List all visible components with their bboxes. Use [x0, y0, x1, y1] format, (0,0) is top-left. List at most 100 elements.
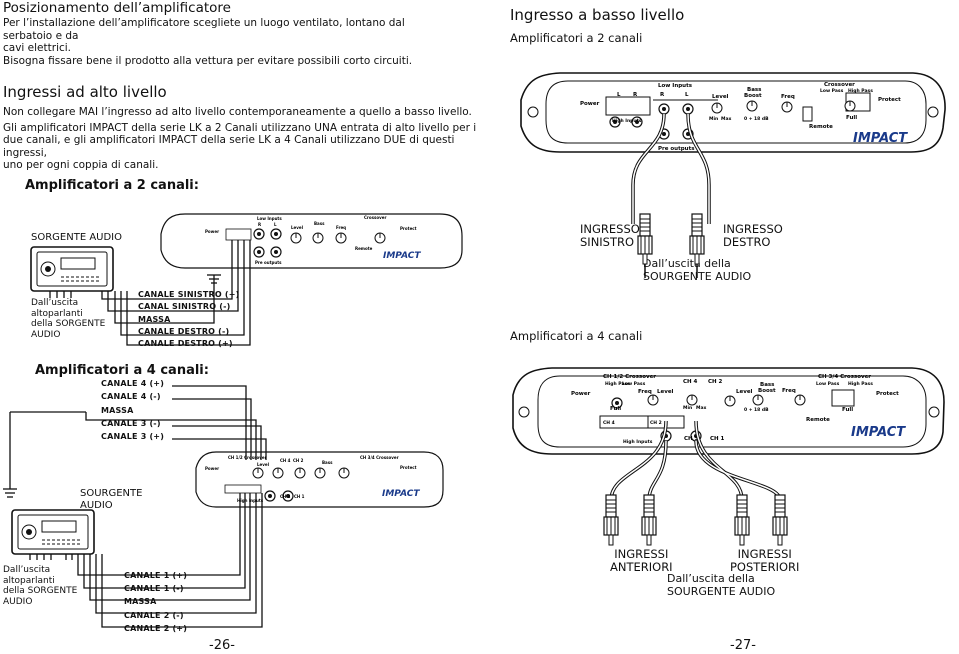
- amp2-low-inputs: Low Inputs: [658, 83, 693, 89]
- amp4-low-pass-2: Low Pass: [816, 381, 840, 387]
- amp2-low-pass: Low Pass: [820, 88, 844, 94]
- wire-label: CANALE 3 (-): [101, 418, 161, 428]
- input-line: SINISTRO: [580, 235, 635, 249]
- wire-label: CANAL SINISTRO (-): [138, 302, 231, 312]
- wire-label: CANALE 4 (+): [101, 379, 165, 388]
- amp2-brand-logo: IMPACT: [853, 131, 908, 146]
- speaker-out-label-2: Dall’uscita altoparlanti della SORGENTE …: [3, 565, 77, 607]
- input-rear-label: INGRESSI POSTERIORI: [730, 548, 799, 574]
- amp2-high-inputs: High Inputs: [612, 118, 642, 124]
- high-line: due canali, e gli amplificatori IMPACT d…: [3, 134, 455, 159]
- low-level-title: Ingresso a basso livello: [510, 6, 685, 24]
- from-line: SOURGENTE AUDIO: [667, 584, 776, 598]
- amp2-level: Level: [712, 94, 729, 100]
- page-number-right: -27-: [730, 638, 756, 653]
- input-left-label: INGRESSO SINISTRO: [580, 223, 640, 249]
- high-line: uno per ogni coppia di canali.: [3, 159, 159, 171]
- amp4-high-inputs: High Inputs: [623, 439, 653, 445]
- amp4s-bass: Bass: [322, 460, 333, 465]
- speaker-out-line: della SORGENTE: [3, 586, 78, 596]
- high-line: Gli amplificatori IMPACT della serie LK …: [3, 121, 477, 134]
- amp2-min: Min: [709, 116, 718, 122]
- amp4-ch12-crossover: CH 1/2 Crossover: [603, 374, 656, 380]
- two-ch-title: Amplificatori a 2 canali:: [25, 178, 199, 193]
- amp2s-crossover: Crossover: [364, 215, 386, 220]
- rca-plug-right: [689, 213, 705, 265]
- input-line: ANTERIORI: [610, 560, 673, 574]
- amp4-high-pass-1: High Pass: [605, 381, 630, 387]
- input-line: DESTRO: [723, 235, 771, 249]
- amp-2ch-small: Power Low Inputs R L Level Bass Freq Cro…: [160, 213, 463, 269]
- amp2-protect: Protect: [878, 97, 901, 103]
- amp2-l: L: [617, 92, 621, 98]
- amp4-level-2: Level: [736, 389, 753, 395]
- high-level-text: Non collegare MAI l’ingresso ad alto liv…: [3, 106, 483, 172]
- amp4-full-1: Full: [610, 406, 621, 412]
- amp4s-brand-logo: IMPACT: [382, 489, 420, 499]
- amp4-min: Min: [683, 405, 692, 411]
- amp4-freq-2: Freq: [782, 388, 796, 394]
- wire-label: MASSA: [138, 314, 171, 324]
- input-line: INGRESSI: [737, 547, 792, 561]
- amp4-ch4-port: CH 4: [603, 420, 615, 426]
- amp4-protect: Protect: [876, 391, 899, 397]
- speaker-out-line: AUDIO: [3, 596, 33, 607]
- amp2s-protect: Protect: [400, 226, 417, 231]
- input-right-label: INGRESSO DESTRO: [723, 223, 783, 249]
- amp4s-ch3: CH 3: [280, 494, 291, 499]
- head-unit-2: [11, 509, 95, 555]
- amp2-power: Power: [580, 101, 600, 107]
- install-text: Per l’installazione dell’amplificatore s…: [3, 17, 443, 67]
- two-ch-wire-labels: CANALE SINISTRO (+) CANAL SINISTRO (-) M…: [138, 289, 240, 350]
- amp4-low-pass-1: Low Pass: [622, 381, 646, 387]
- amp2s-level: Level: [291, 225, 304, 230]
- four-ch-wires-top: [3, 385, 267, 498]
- wire-label: CANALE 1 (-): [124, 584, 184, 594]
- wire-label: CANALE DESTRO (+): [138, 339, 233, 349]
- amp4-ch2: CH 2: [708, 379, 723, 385]
- amp4s-power: Power: [205, 466, 219, 471]
- rca-plug-left: [637, 213, 653, 265]
- amp2-l2: L: [685, 92, 689, 98]
- amp2-pre-outputs: Pre outputs: [658, 146, 695, 152]
- amp2s-bass: Bass: [314, 221, 325, 226]
- source-line: SOURGENTE: [80, 488, 143, 499]
- install-line: Per l’installazione dell’amplificatore s…: [3, 17, 405, 42]
- amp4-remote: Remote: [806, 417, 830, 423]
- amp2-remote: Remote: [809, 124, 833, 130]
- head-unit-1: [30, 246, 114, 292]
- amp2-freq: Freq: [781, 94, 795, 100]
- speaker-out-line: AUDIO: [31, 329, 61, 340]
- source-label: SORGENTE AUDIO: [31, 232, 123, 243]
- amp-4ch-small: Power CH 1/2 Crossover Level CH 4 CH 2 B…: [195, 451, 444, 508]
- amp4s-ch34: CH 3/4 Crossover: [360, 455, 399, 460]
- amp2s-freq: Freq: [336, 225, 346, 230]
- four-ch-subtitle: Amplificatori a 4 canali: [510, 329, 643, 343]
- input-line: INGRESSO: [723, 222, 783, 236]
- amp4-freq-1: Freq: [638, 389, 652, 395]
- amp2s-brand-logo: IMPACT: [383, 251, 421, 261]
- amp4-power: Power: [571, 391, 591, 397]
- high-level-title: Ingressi ad alto livello: [3, 83, 167, 101]
- wire-label: CANALE DESTRO (-): [138, 326, 230, 336]
- amp4s-ch1: CH 1: [294, 494, 305, 499]
- amp-2ch-large: Power Low Inputs L R R L Level Bass Boos…: [520, 72, 946, 153]
- speaker-out-label-1: Dall’uscita altoparlanti della SORGENTE …: [31, 298, 105, 340]
- amp4-bass: Bass: [760, 382, 775, 388]
- amp4-ch34-crossover: CH 3/4 Crossover: [818, 374, 871, 380]
- amp4-ch3: CH 3: [684, 436, 699, 442]
- amp2s-low-inputs: Low Inputs: [257, 216, 282, 221]
- from-line: Dall’uscita della: [667, 572, 755, 585]
- speaker-out-line: altoparlanti: [3, 575, 55, 586]
- amp4-max: Max: [696, 405, 707, 411]
- wire-label: MASSA: [124, 597, 157, 607]
- amp2-r: R: [633, 92, 638, 98]
- amp2-boost: Boost: [744, 93, 762, 99]
- from-source-label-2: Dall’uscita della SOURGENTE AUDIO: [667, 572, 776, 598]
- speaker-out-line: della SORGENTE: [31, 319, 106, 329]
- source-line: AUDIO: [80, 500, 113, 511]
- amp4-ch1: CH 1: [710, 436, 725, 442]
- high-line: Non collegare MAI l’ingresso ad alto liv…: [3, 106, 472, 118]
- amp2-r2: R: [660, 92, 665, 98]
